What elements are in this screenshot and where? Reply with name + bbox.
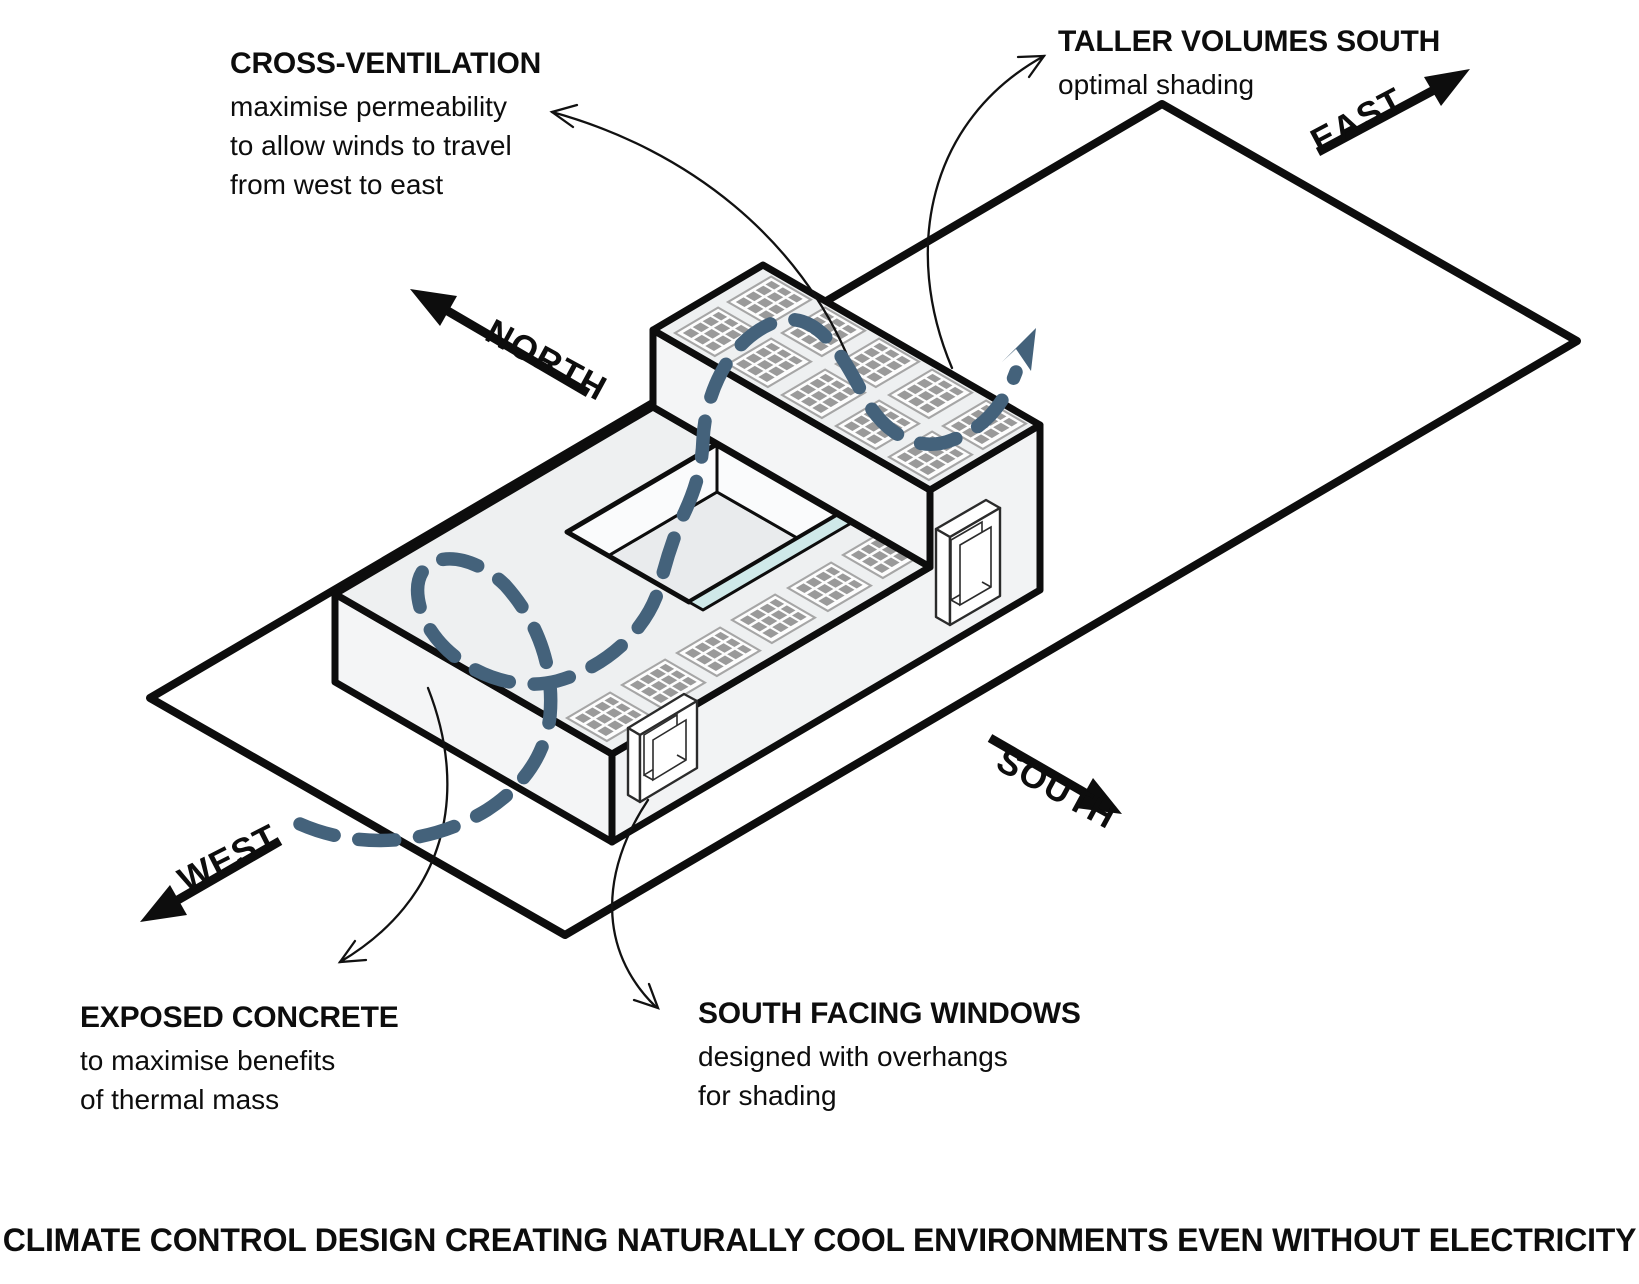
annotation-body: maximise permeability to allow winds to …	[230, 91, 512, 200]
annotation-title: TALLER VOLUMES SOUTH	[1058, 25, 1441, 58]
annotation-exposed-concrete: EXPOSED CONCRETE to maximise benefits of…	[80, 1000, 399, 1119]
annotation-title: EXPOSED CONCRETE	[80, 1001, 399, 1034]
west-arrow-head	[140, 885, 187, 922]
annotation-taller-volumes: TALLER VOLUMES SOUTH optimal shading	[1058, 24, 1440, 104]
south-arrow-label: SOUTH	[990, 741, 1123, 837]
annotation-title: SOUTH FACING WINDOWS	[698, 997, 1081, 1030]
annotation-arrow-cross-ventilation	[549, 103, 852, 364]
annotation-arrow-exposed-concrete	[337, 686, 449, 964]
window-box-south-tall	[934, 498, 1002, 627]
wind-arrowhead-icon	[1002, 328, 1036, 371]
south-arrow: SOUTH	[987, 734, 1123, 837]
south-arrow-head	[1076, 778, 1122, 814]
wind-flow-path	[293, 312, 1023, 848]
annotation-south-windows: SOUTH FACING WINDOWS designed with overh…	[698, 996, 1081, 1115]
annotation-body: designed with overhangs for shading	[698, 1041, 1008, 1111]
annotation-cross-ventilation: CROSS-VENTILATION maximise permeability …	[230, 46, 541, 204]
annotation-arrow-taller-volumes	[926, 54, 1047, 370]
annotation-arrow-south-windows	[610, 798, 660, 1010]
annotation-title: CROSS-VENTILATION	[230, 47, 542, 80]
window-box-south-low	[626, 692, 699, 804]
annotation-body: to maximise benefits of thermal mass	[80, 1045, 336, 1115]
annotation-body: optimal shading	[1058, 69, 1255, 100]
north-arrow-label: NORTH	[479, 312, 614, 409]
north-arrow-head	[410, 289, 457, 326]
west-arrow-label: WEST	[172, 817, 285, 900]
east-arrow-head	[1424, 69, 1470, 106]
west-arrow: WEST	[140, 817, 285, 922]
diagram-caption: CLIMATE CONTROL DESIGN CREATING NATURALL…	[2, 1222, 1637, 1258]
north-arrow: NORTH	[410, 289, 614, 409]
